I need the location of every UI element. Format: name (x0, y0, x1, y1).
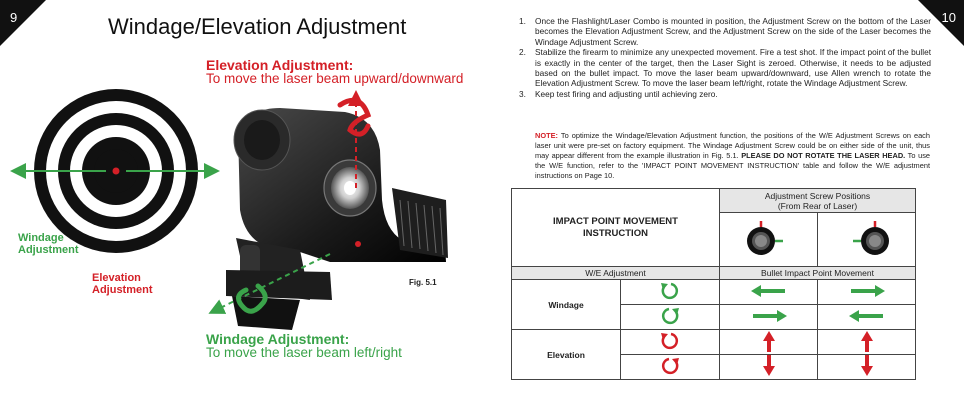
windage-heading: Windage Adjustment: (206, 331, 350, 347)
rotate-counterclockwise-icon (620, 279, 720, 305)
target-label-elevation: Elevation Adjustment (92, 272, 153, 296)
flashlight-laser-device (226, 108, 448, 330)
page-corner-right (918, 0, 964, 46)
we-adjustment-header: W/E Adjustment (511, 266, 720, 280)
windage-beam-line (208, 253, 331, 314)
impact-arrow-down (719, 354, 818, 380)
page-title: Windage/Elevation Adjustment (108, 14, 407, 39)
elevation-rotation-icon (337, 97, 372, 137)
windage-rotation-icon (236, 283, 268, 314)
target-center-dot (112, 167, 120, 175)
impact-arrow-down (817, 354, 916, 380)
impact-arrow-right (719, 304, 818, 330)
impact-movement-header: Bullet Impact Point Movement (719, 266, 916, 280)
rotate-clockwise-icon (620, 304, 720, 330)
note-warning: PLEASE DO NOT ROTATE THE LASER HEAD. (741, 151, 906, 160)
instruction-step: 3.Keep test firing and adjusting until a… (519, 88, 718, 99)
row-label-elevation: Elevation (511, 329, 621, 380)
page-corner-left (0, 0, 46, 46)
instruction-steps: 1.Once the Flashlight/Laser Combo is mou… (515, 16, 931, 99)
impact-arrow-left (817, 304, 916, 330)
instruction-step: 2.Stabilize the firearm to minimize any … (519, 47, 931, 89)
screw-position-2 (817, 212, 916, 267)
windage-elevation-illustration (10, 89, 448, 330)
rotate-clockwise-icon (620, 354, 720, 380)
instruction-step: 1.Once the Flashlight/Laser Combo is mou… (519, 16, 931, 47)
impact-arrow-up (817, 329, 916, 355)
note-label: NOTE: (535, 131, 558, 140)
impact-arrow-right (817, 279, 916, 305)
elevation-description: To move the laser beam upward/downward (206, 71, 464, 86)
elevation-heading: Elevation Adjustment: (206, 57, 354, 73)
row-label-windage: Windage (511, 279, 621, 330)
screw-positions-header: Adjustment Screw Positions (From Rear of… (719, 188, 916, 213)
table-title-cell: IMPACT POINT MOVEMENT INSTRUCTION (511, 188, 720, 267)
impact-arrow-up (719, 329, 818, 355)
page-number-right: 10 (941, 10, 956, 25)
windage-description: To move the laser beam left/right (206, 345, 402, 360)
figure-caption: Fig. 5.1 (409, 278, 437, 287)
target-label-windage: Windage Adjustment (18, 232, 79, 256)
screw-position-1 (719, 212, 818, 267)
impact-point-table: IMPACT POINT MOVEMENT INSTRUCTION Adjust… (511, 188, 916, 380)
rotate-counterclockwise-icon (620, 329, 720, 355)
note-paragraph: NOTE: To optimize the Windage/Elevation … (535, 131, 931, 180)
page-number-left: 9 (10, 10, 18, 25)
impact-arrow-left (719, 279, 818, 305)
